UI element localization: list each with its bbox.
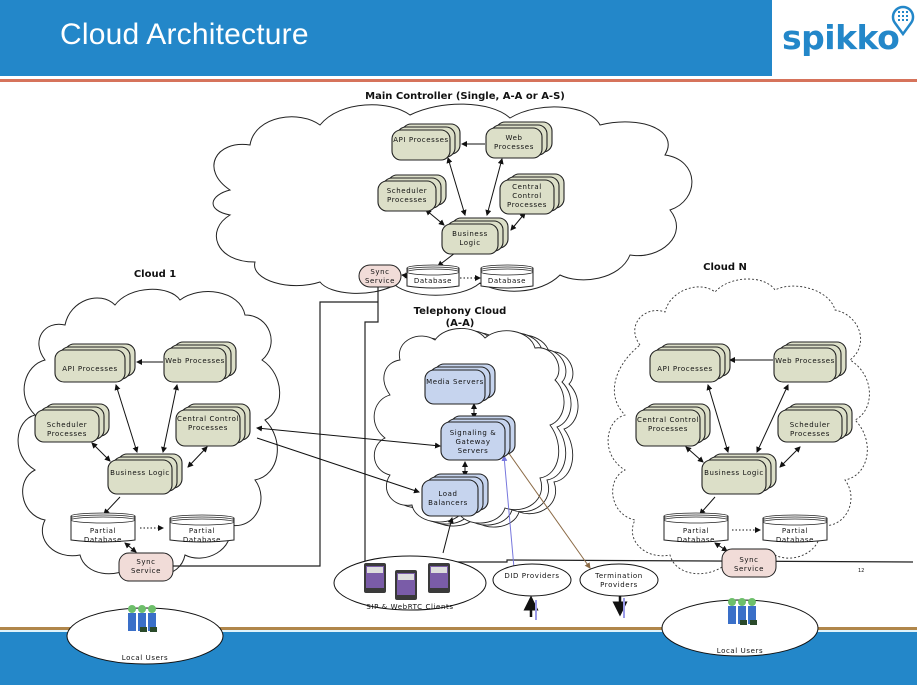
- media-box: [424, 363, 496, 405]
- c1-web-box: [163, 341, 237, 383]
- footer-divider: [0, 627, 917, 630]
- connectors: [91, 141, 801, 554]
- mc-business-logic: Business Logic: [452, 230, 488, 247]
- cn-scheduler-box: [777, 403, 853, 443]
- header-divider: [0, 79, 917, 82]
- signaling-box: [440, 415, 516, 461]
- mc-database-2-cylinder: [480, 264, 534, 289]
- cloud1-heading: Cloud 1: [133, 269, 177, 280]
- telephony-heading-line1: Telephony Cloud: [413, 306, 507, 317]
- cn-sync-service: Sync Service: [733, 556, 765, 573]
- c1-partial-database-2: Partial Database: [182, 527, 222, 544]
- did-link: [501, 455, 515, 569]
- mc-database-1: Database: [413, 277, 453, 285]
- termination-link: [507, 451, 591, 569]
- mc-sync-service-shape: [358, 264, 402, 288]
- c1-partial-database-1: Partial Database: [83, 527, 123, 544]
- cn-business-box: [701, 453, 777, 495]
- people-icon: [128, 598, 757, 632]
- media-servers: Media Servers: [426, 378, 484, 386]
- c1-scheduler-box: [34, 403, 110, 443]
- c1-partial-database-2-cylinder: [169, 514, 235, 543]
- did-ellipse: [492, 563, 572, 597]
- slide-title: Cloud Architecture: [60, 18, 309, 51]
- mc-database-2: Database: [487, 277, 527, 285]
- mc-api-box: [391, 123, 461, 161]
- c1-central-control-processes: Central Control Processes: [176, 415, 240, 432]
- cn-sync-service-shape: [721, 548, 777, 578]
- c1-api-box: [54, 343, 136, 383]
- c1-api-processes: API Processes: [62, 365, 118, 373]
- mc-web-processes: Web Processes: [494, 134, 534, 151]
- cn-web-processes: Web Processes: [775, 357, 835, 365]
- mc-database-1-cylinder: [406, 264, 460, 289]
- page-number: 12: [858, 568, 865, 574]
- database-cylinders: [70, 264, 828, 543]
- map-pin-keypad-icon: [891, 5, 915, 36]
- cn-central-box: [635, 403, 711, 447]
- mc-business-box: [441, 217, 509, 255]
- cn-api-box: [649, 343, 731, 383]
- c1-local-users: Local Users: [121, 654, 169, 662]
- c1-scheduler-processes: Scheduler Processes: [46, 421, 88, 438]
- mc-api-processes: API Processes: [393, 136, 449, 144]
- cn-partial-database-2-cylinder: [762, 514, 828, 543]
- mc-sync-service: Sync Service: [364, 268, 396, 285]
- cn-web-box: [773, 341, 847, 383]
- mc-web-box: [485, 121, 553, 159]
- c1-business-logic: Business Logic: [110, 469, 170, 477]
- sip-webrtc-clients: SIP & WebRTC Clients: [366, 603, 454, 611]
- load-balancers: Load Balancers: [428, 490, 468, 507]
- main-controller-heading: Main Controller (Single, A-A or A-S): [365, 91, 565, 102]
- c1-sync-service-shape: [118, 552, 174, 582]
- smartphone-icons: [364, 563, 450, 600]
- cn-partial-database-1-cylinder: [663, 512, 729, 543]
- cn-api-processes: API Processes: [657, 365, 713, 373]
- cloudN-heading: Cloud N: [703, 262, 747, 273]
- telephony-heading-line2: (A-A): [445, 318, 475, 329]
- process-boxes: [34, 121, 853, 517]
- cn-central-control-processes: Central Control Processes: [636, 416, 700, 433]
- load-box: [421, 473, 489, 517]
- cn-business-logic: Business Logic: [704, 469, 764, 477]
- footer-highlight: [0, 630, 917, 633]
- telephony-heading: Telephony Cloud (A-A): [400, 306, 520, 330]
- spikko-logo: spikko: [780, 5, 915, 70]
- did-providers: DID Providers: [504, 572, 560, 580]
- cn-local-users: Local Users: [716, 647, 764, 655]
- title-bar: Cloud Architecture: [0, 0, 772, 76]
- c1-business-box: [107, 453, 183, 495]
- c1-sync-service: Sync Service: [130, 558, 162, 575]
- termination-providers: Termination Providers: [595, 572, 643, 589]
- sync-services: [118, 264, 777, 582]
- c1-web-processes: Web Processes: [165, 357, 225, 365]
- mc-central-control-processes: Central Control Processes: [507, 183, 547, 209]
- termination-ellipse: [579, 563, 659, 597]
- c1-central-box: [175, 403, 251, 447]
- logo-text: spikko: [782, 18, 900, 57]
- mc-scheduler-processes: Scheduler Processes: [386, 187, 428, 204]
- mc-central-box: [499, 173, 565, 215]
- mc-scheduler-box: [377, 174, 447, 212]
- c1-partial-database-1-cylinder: [70, 512, 136, 543]
- signaling-gateway-servers: Signaling & Gateway Servers: [449, 429, 497, 455]
- cn-partial-database-2: Partial Database: [775, 527, 815, 544]
- cn-partial-database-1: Partial Database: [676, 527, 716, 544]
- cn-scheduler-processes: Scheduler Processes: [789, 421, 831, 438]
